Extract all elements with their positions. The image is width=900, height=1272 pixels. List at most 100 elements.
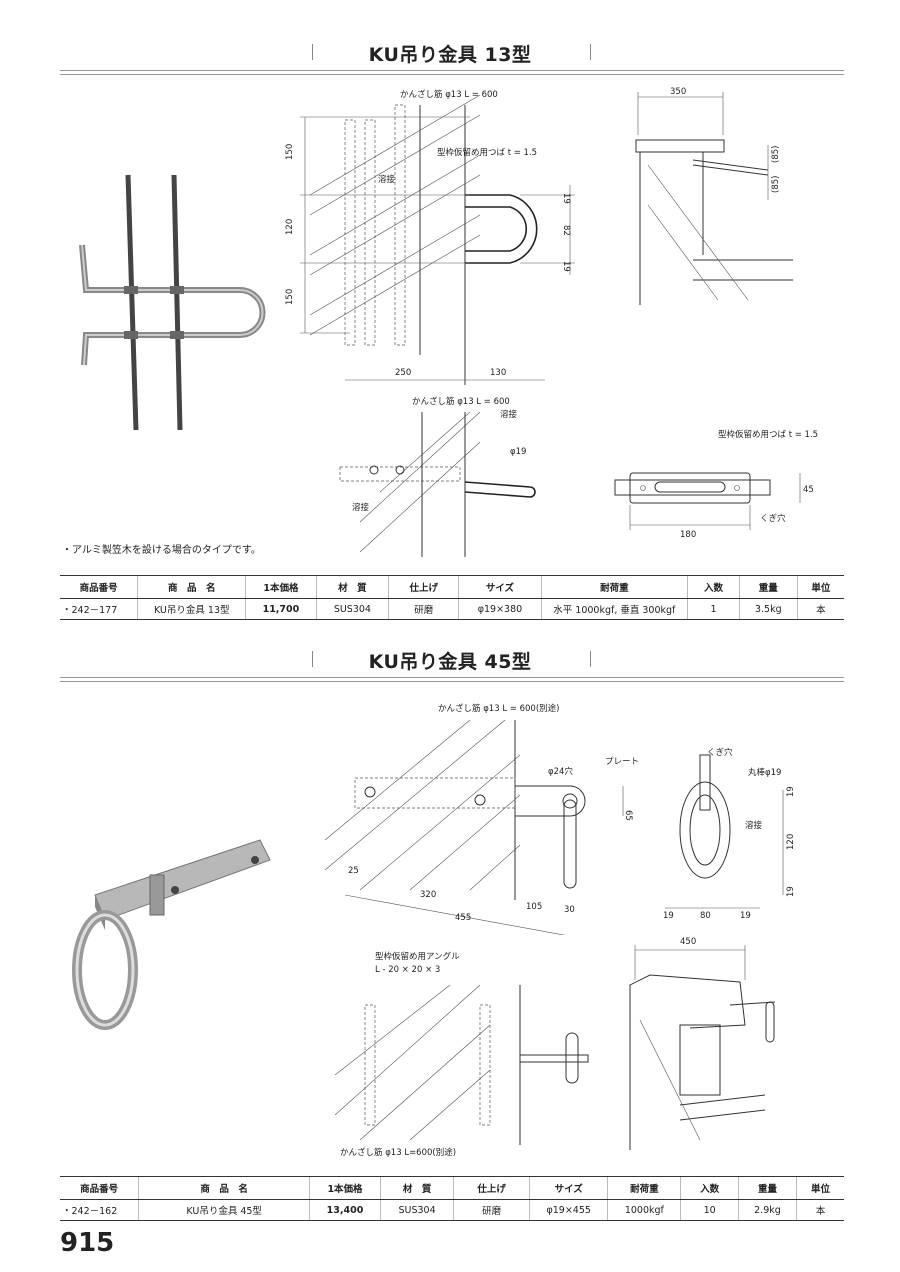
title-divider-right bbox=[590, 651, 591, 667]
svg-text:溶接: 溶接 bbox=[745, 820, 763, 831]
title-divider-right bbox=[590, 44, 591, 60]
table-row: ・242－162 KU吊り金具 45型 13,400 SUS304 研磨 φ19… bbox=[60, 1199, 844, 1221]
svg-text:320: 320 bbox=[420, 890, 436, 900]
page-number: 915 bbox=[60, 1228, 115, 1258]
svg-text:プレート t = 9: プレート t = 9 bbox=[605, 757, 640, 767]
item-name: KU吊り金具 13型 bbox=[137, 598, 246, 620]
col-header: 商品番号 bbox=[60, 1176, 139, 1200]
svg-text:82: 82 bbox=[561, 225, 571, 236]
item-finish: 研磨 bbox=[388, 598, 459, 620]
col-header: 重量 bbox=[738, 575, 798, 599]
col-header: 単位 bbox=[796, 1176, 844, 1200]
drawing-13-section: 350 (85) (85) bbox=[635, 87, 793, 305]
item-unit: 本 bbox=[796, 598, 844, 620]
item-weight: 3.5kg bbox=[738, 598, 798, 620]
col-header: 1本価格 bbox=[245, 575, 317, 599]
svg-text:かんざし筋 φ13 L=600(別途): かんざし筋 φ13 L=600(別途) bbox=[340, 1147, 456, 1158]
svg-text:L - 20 × 20 × 3: L - 20 × 20 × 3 bbox=[375, 965, 440, 975]
drawing-13-side: 150 120 150 19 82 19 250 130 かんざし筋 φ13 L… bbox=[285, 89, 575, 385]
section-title-45: KU吊り金具 45型 bbox=[368, 651, 532, 673]
svg-text:型枠仮留め用つば t = 1.5: 型枠仮留め用つば t = 1.5 bbox=[437, 147, 537, 158]
col-header: 商 品 名 bbox=[137, 575, 246, 599]
svg-text:(85): (85) bbox=[771, 176, 781, 193]
usage-note: ・アルミ製笠木を設ける場合のタイプです。 bbox=[62, 545, 261, 556]
title-divider-left bbox=[312, 44, 313, 60]
item-load: 水平 1000kgf, 垂直 300kgf bbox=[540, 598, 688, 620]
col-header: 材 質 bbox=[315, 575, 389, 599]
section-rule bbox=[60, 70, 844, 75]
col-header: 商品番号 bbox=[60, 575, 138, 599]
drawing-45-plan: 型枠仮留め用アングル L - 20 × 20 × 3 かんざし筋 φ13 L=6… bbox=[334, 951, 589, 1158]
item-weight: 2.9kg bbox=[737, 1199, 797, 1221]
svg-text:くぎ穴: くぎ穴 bbox=[707, 747, 733, 758]
svg-text:かんざし筋 φ13 L = 600: かんざし筋 φ13 L = 600 bbox=[400, 89, 498, 100]
drawing-45-ring: くぎ穴 丸棒φ19 溶接 19 120 19 19 80 19 bbox=[663, 747, 796, 921]
svg-text:かんざし筋 φ13 L = 600(別途): かんざし筋 φ13 L = 600(別途) bbox=[438, 703, 559, 714]
svg-text:(85): (85) bbox=[771, 146, 781, 163]
item-material: SUS304 bbox=[315, 598, 389, 620]
svg-text:250: 250 bbox=[395, 368, 411, 378]
svg-text:350: 350 bbox=[670, 87, 686, 97]
col-header: 仕上げ bbox=[453, 1176, 530, 1200]
item-name: KU吊り金具 45型 bbox=[138, 1199, 310, 1221]
svg-text:19: 19 bbox=[561, 261, 571, 272]
col-header: 仕上げ bbox=[388, 575, 459, 599]
col-header: サイズ bbox=[458, 575, 542, 599]
svg-text:19: 19 bbox=[740, 911, 751, 921]
table-row: ・242－177 KU吊り金具 13型 11,700 SUS304 研磨 φ19… bbox=[60, 598, 844, 620]
svg-text:25: 25 bbox=[348, 866, 359, 876]
drawing-45-side: かんざし筋 φ13 L = 600(別途) φ24穴 プレート t = 9 65… bbox=[324, 703, 640, 935]
svg-text:65: 65 bbox=[623, 810, 633, 821]
svg-text:450: 450 bbox=[680, 937, 696, 947]
svg-text:30: 30 bbox=[564, 905, 575, 915]
drawing-13-plan: かんざし筋 φ13 L = 600 溶接 φ19 溶接 bbox=[339, 396, 536, 557]
col-header: 入数 bbox=[680, 1176, 739, 1200]
svg-text:溶接: 溶接 bbox=[352, 502, 370, 513]
col-header: 1本価格 bbox=[308, 1176, 381, 1200]
item-price: 13,400 bbox=[308, 1199, 381, 1221]
svg-text:180: 180 bbox=[680, 530, 696, 540]
section-rule bbox=[60, 677, 844, 682]
svg-text:455: 455 bbox=[455, 913, 471, 923]
item-material: SUS304 bbox=[380, 1199, 454, 1221]
item-unit: 本 bbox=[796, 1199, 844, 1221]
item-size: φ19×455 bbox=[529, 1199, 608, 1221]
svg-text:溶接: 溶接 bbox=[378, 174, 396, 185]
svg-text:105: 105 bbox=[526, 902, 542, 912]
svg-text:19: 19 bbox=[786, 886, 796, 897]
svg-text:150: 150 bbox=[285, 289, 295, 305]
item-qty: 1 bbox=[687, 598, 740, 620]
title-divider-left bbox=[312, 651, 313, 667]
item-finish: 研磨 bbox=[453, 1199, 530, 1221]
col-header: 入数 bbox=[687, 575, 740, 599]
item-load: 1000kgf bbox=[607, 1199, 681, 1221]
svg-text:150: 150 bbox=[285, 144, 295, 160]
svg-text:19: 19 bbox=[561, 193, 571, 204]
item-price: 11,700 bbox=[245, 598, 317, 620]
col-header: 材 質 bbox=[380, 1176, 454, 1200]
svg-text:くぎ穴: くぎ穴 bbox=[760, 513, 786, 524]
item-size: φ19×380 bbox=[458, 598, 542, 620]
svg-text:溶接: 溶接 bbox=[500, 409, 518, 420]
svg-text:型枠仮留め用アングル: 型枠仮留め用アングル bbox=[375, 951, 460, 962]
spec-table-13: 商品番号 商 品 名 1本価格 材 質 仕上げ サイズ 耐荷重 入数 重量 単位… bbox=[60, 575, 844, 620]
col-header: 商 品 名 bbox=[138, 1176, 310, 1200]
product-photo-45 bbox=[72, 839, 271, 1030]
svg-text:45: 45 bbox=[803, 485, 814, 495]
spec-table-45: 商品番号 商 品 名 1本価格 材 質 仕上げ サイズ 耐荷重 入数 重量 単位… bbox=[60, 1176, 844, 1221]
col-header: 耐荷重 bbox=[540, 575, 688, 599]
col-header: サイズ bbox=[529, 1176, 608, 1200]
svg-text:19: 19 bbox=[786, 786, 796, 797]
drawing-45-section: 450 bbox=[629, 937, 776, 1150]
svg-text:丸棒φ19: 丸棒φ19 bbox=[748, 767, 781, 778]
svg-text:80: 80 bbox=[700, 911, 711, 921]
svg-text:19: 19 bbox=[663, 911, 674, 921]
item-code: ・242－177 bbox=[60, 598, 138, 620]
svg-text:型枠仮留め用つば t = 1.5: 型枠仮留め用つば t = 1.5 bbox=[718, 429, 818, 440]
product-photo-13 bbox=[79, 174, 266, 431]
item-qty: 10 bbox=[680, 1199, 739, 1221]
svg-text:130: 130 bbox=[490, 368, 506, 378]
svg-text:120: 120 bbox=[285, 219, 295, 235]
col-header: 単位 bbox=[796, 575, 844, 599]
item-code: ・242－162 bbox=[60, 1199, 139, 1221]
